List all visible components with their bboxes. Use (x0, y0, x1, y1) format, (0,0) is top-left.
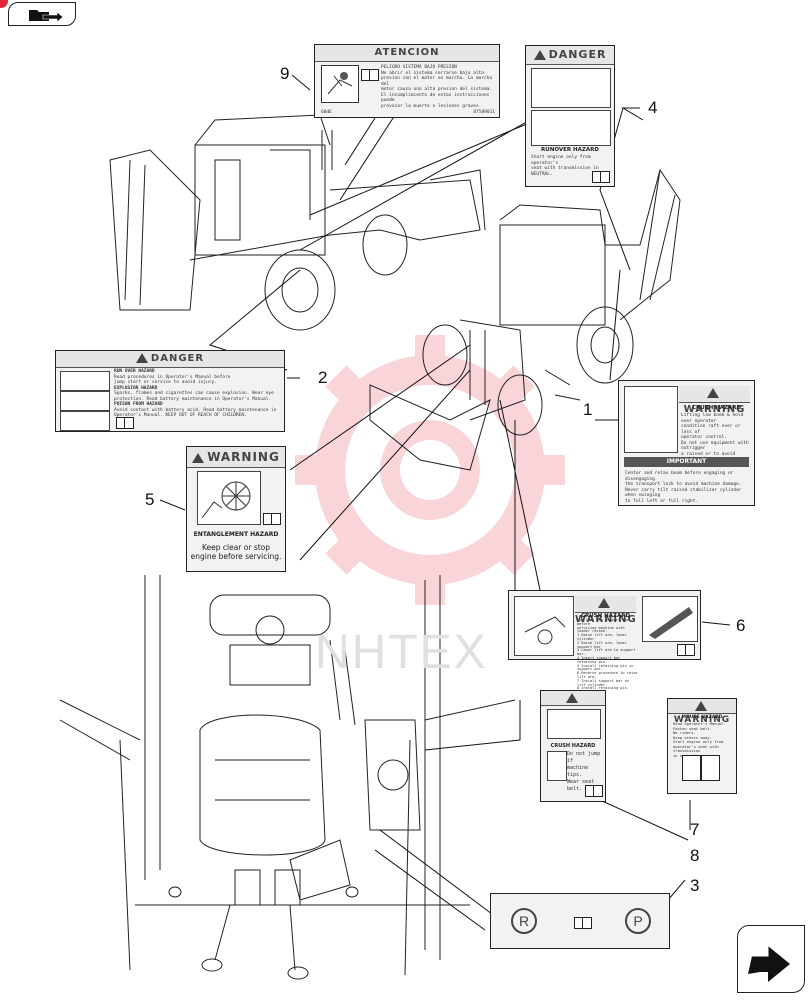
decal-header: WARNING (679, 386, 750, 415)
support-bar-pictogram (642, 596, 698, 642)
callout-4: 4 (648, 98, 658, 117)
battery-pictogram-2 (60, 391, 110, 411)
warning-triangle-icon (533, 50, 546, 60)
battery-pictogram-1 (60, 371, 110, 391)
decal-header (541, 691, 605, 706)
warning-triangle-icon (694, 700, 707, 711)
decal-subtitle: RUNOVER HAZARD (541, 147, 599, 153)
warning-triangle-icon (565, 693, 578, 703)
manual-icon (592, 171, 610, 183)
decal-2: DANGER RUN OVER HAZARD Read procedures i… (55, 350, 285, 432)
rollover-pictogram (547, 709, 601, 739)
manual-icon (677, 644, 695, 656)
red-dot-icon (0, 0, 8, 8)
manual-icon (361, 69, 379, 81)
cab-interior-sketch (59, 575, 516, 980)
decal-subtitle: ENTANGLEMENT HAZARD (193, 531, 279, 538)
toolbar (0, 0, 80, 28)
decal-text: Read Operator's Manual.Fasten seat belt.… (673, 721, 726, 758)
callout-1: 1 (583, 400, 593, 419)
callout-9: 9 (280, 64, 290, 83)
callout-8: 8 (690, 846, 700, 865)
decal-header: WARNING (668, 699, 736, 725)
callout-5: 5 (145, 490, 155, 509)
battery-pictogram-3 (60, 411, 110, 431)
manual-large-icon (682, 755, 720, 781)
decal-header: DANGER (526, 46, 614, 65)
decal-3: R P (490, 893, 670, 949)
warning-triangle-icon (707, 388, 719, 398)
r-symbol-icon: R (511, 908, 537, 934)
callout-3: 3 (690, 876, 700, 895)
decal-subtitle: MOUSE HAZARD (681, 715, 723, 720)
folder-arrow-icon (29, 10, 64, 23)
seat-belt-pictogram (547, 751, 567, 781)
crush-pictogram (624, 386, 678, 453)
pressure-hazard-icon (321, 65, 359, 103)
manual-icon (585, 785, 603, 797)
decal-4: DANGER RUNOVER HAZARD Start engine only … (525, 45, 615, 187)
decal-code-left: 60dE (321, 109, 332, 115)
arrow-icon (748, 946, 790, 982)
parking-brake-icon: P (625, 908, 651, 934)
decal-header: DANGER (56, 351, 284, 368)
menu-button[interactable] (8, 2, 76, 26)
callout-6: 6 (736, 616, 746, 635)
manual-icon (263, 513, 281, 525)
leader-lines (159, 74, 731, 931)
warning-triangle-icon (135, 353, 148, 363)
decal-subtitle: CRUSH HAZARD (550, 743, 596, 749)
fan-entanglement-pictogram (197, 471, 261, 525)
decal-header: ATENCION (315, 45, 499, 62)
callout-2: 2 (318, 368, 328, 387)
decal-footer-title: IMPORTANT (624, 457, 749, 467)
decal-6: WARNING CRUSH HAZARD Use lift arm suppor… (508, 590, 701, 690)
warning-triangle-icon (192, 452, 205, 463)
decal-subtitle: CRUSH HAZARD (691, 405, 742, 411)
decal-1: WARNING CRUSH HAZARD Lifting low boom & … (618, 380, 755, 506)
decal-code-right: 87589011 (473, 109, 495, 115)
next-page-button[interactable] (737, 925, 805, 993)
decal-7: WARNING MOUSE HAZARD Read Operator's Man… (667, 698, 737, 794)
machine-front-view-sketch (369, 168, 681, 471)
decal-header: WARNING (575, 596, 636, 625)
machine-rear-view-sketch (109, 114, 486, 331)
manual-icon (574, 917, 592, 929)
callout-7: 7 (690, 820, 700, 839)
decal-footer-text: Center and relax boom before engaging or… (625, 471, 742, 504)
runover-pictogram-2 (531, 110, 611, 146)
manual-icon (116, 417, 134, 429)
warning-triangle-icon (598, 598, 610, 608)
decal-subtitle: CRUSH HAZARD (580, 613, 631, 619)
runover-pictogram (531, 68, 611, 108)
lift-arm-pictogram (514, 596, 574, 656)
watermark-text: NHTEX (315, 626, 488, 679)
decal-header: WARNING (187, 447, 285, 468)
decal-text: RUN OVER HAZARD Read procedures in Opera… (114, 369, 277, 418)
decal-5: WARNING ENTANGLEMENT HAZARD Keep clear o… (186, 446, 286, 572)
